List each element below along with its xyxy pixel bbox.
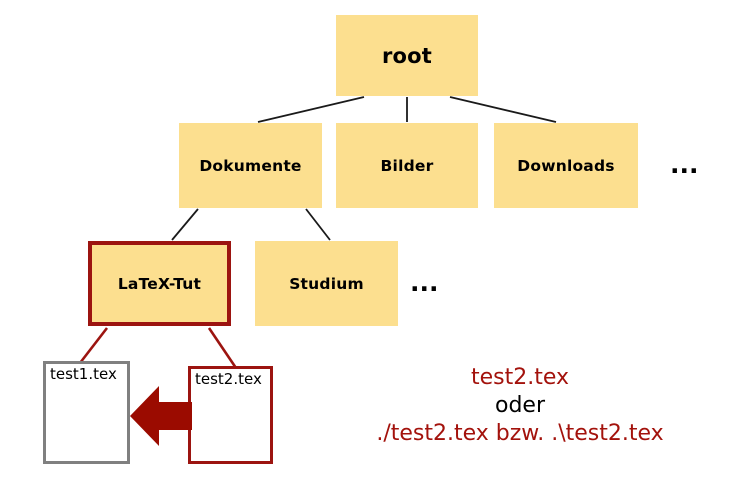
folder-node-studium[interactable]: Studium xyxy=(255,241,398,326)
file-node-test2[interactable]: test2.tex xyxy=(188,366,273,464)
folder-node-latex-tut[interactable]: LaTeX-Tut xyxy=(88,241,231,326)
edge-root-dokumente xyxy=(257,96,365,123)
folder-label-dokumente: Dokumente xyxy=(199,156,302,175)
caption-line-oder: oder xyxy=(494,393,545,419)
file-node-test1[interactable]: test1.tex xyxy=(43,361,130,464)
edge-dokumente-latex-tut xyxy=(171,208,199,241)
file-label-test1: test1.tex xyxy=(50,365,117,383)
folder-node-dokumente[interactable]: Dokumente xyxy=(179,123,322,208)
edge-root-downloads xyxy=(449,96,557,123)
edge-dokumente-studium xyxy=(305,208,331,241)
folder-node-root[interactable]: root xyxy=(336,15,478,96)
folder-label-bilder: Bilder xyxy=(380,156,434,175)
folder-node-downloads[interactable]: Downloads xyxy=(494,123,638,208)
folder-label-root: root xyxy=(381,43,433,68)
edge-latex-tut-test2 xyxy=(207,327,238,369)
caption-line-filename: test2.tex xyxy=(470,365,570,390)
folder-label-latex-tut: LaTeX-Tut xyxy=(117,274,202,293)
path-caption: test2.tex oder ./test2.tex bzw. .\test2.… xyxy=(370,364,670,448)
ellipsis-level1: ... xyxy=(670,150,699,179)
folder-node-bilder[interactable]: Bilder xyxy=(336,123,478,208)
folder-label-studium: Studium xyxy=(289,274,364,293)
arrow-left-icon xyxy=(130,386,192,446)
file-label-test2: test2.tex xyxy=(195,370,262,388)
folder-label-downloads: Downloads xyxy=(517,156,615,175)
edge-latex-tut-test1 xyxy=(78,327,109,364)
caption-line-relative-paths: ./test2.tex bzw. .\test2.tex xyxy=(376,421,664,447)
ellipsis-level2: ... xyxy=(410,268,439,297)
